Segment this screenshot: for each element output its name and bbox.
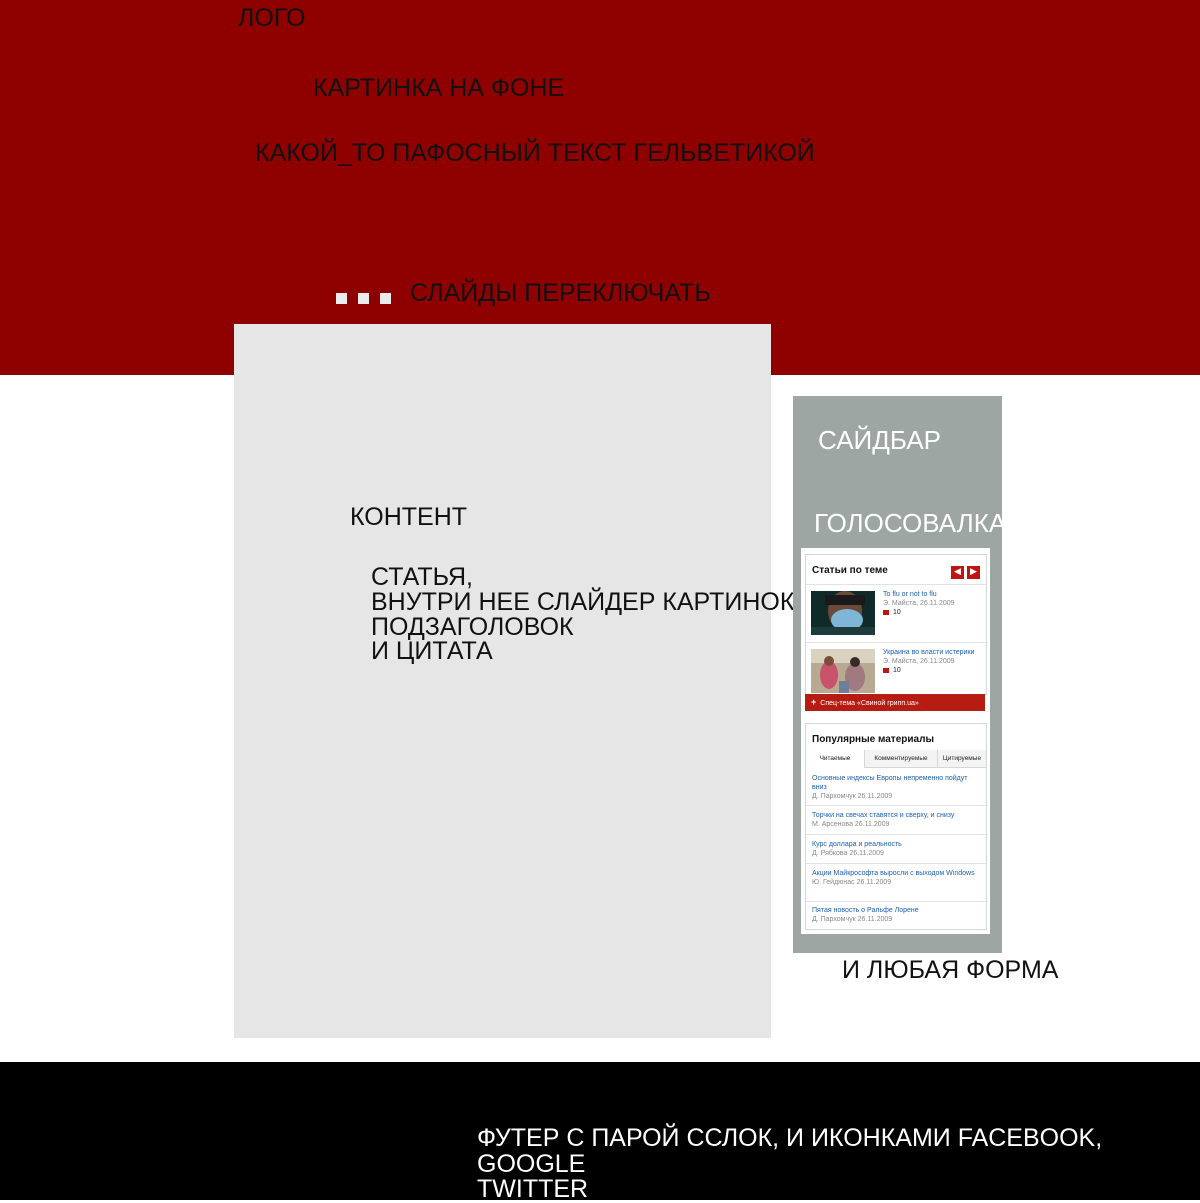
list-item-title[interactable]: Курс доллара и реальность [812, 841, 902, 848]
article-line: СТАТЬЯ, [371, 563, 473, 591]
sidebar-widget: Статьи по теме ◀ ▶ To flu or not to flu … [801, 548, 990, 934]
slide-indicator-3[interactable] [380, 293, 391, 304]
comment-count: 10 [883, 609, 901, 616]
footer [0, 1062, 1200, 1200]
list-item[interactable]: Основные индексы Европы непременно пойду… [812, 774, 980, 801]
divider [806, 863, 986, 864]
list-item-meta: Д. Пархомчук 26.11.2009 [812, 916, 893, 923]
special-topic-label: Спец-тема «Свиной грипп.ua» [820, 700, 919, 707]
tab-cited[interactable]: Цитируемые [942, 755, 982, 762]
list-item[interactable]: Акции Майкрософта выросли с выходом Wind… [812, 869, 980, 887]
footer-description: ФУТЕР С ПАРОЙ ССЛОК, И ИКОНКАМИ FACEBOOK… [477, 1124, 1200, 1203]
list-item-meta: М. Арсенова 26.11.2009 [812, 821, 890, 828]
related-item-title[interactable]: To flu or not to flu [883, 591, 937, 598]
list-item[interactable]: Пятая новость о Ральфе Лорене Д. Пархомч… [812, 906, 980, 924]
content-area [234, 324, 771, 1038]
related-articles-box: Статьи по теме ◀ ▶ To flu or not to flu … [805, 554, 987, 695]
form-label: И ЛЮБАЯ ФОРМА [842, 956, 1059, 984]
logo[interactable]: ЛОГО [238, 4, 306, 32]
article-line: И ЦИТАТА [371, 637, 493, 666]
related-title: Статьи по теме [812, 565, 888, 576]
article-description: СТАТЬЯ, ВНУТРИ НЕЕ СЛАЙДЕР КАРТИНОК ПОДЗ… [371, 565, 794, 664]
divider [806, 805, 986, 806]
footer-line: TWITTER [477, 1175, 589, 1203]
sidebar-title: САЙДБАР [818, 425, 942, 455]
article-line: ВНУТРИ НЕЕ СЛАЙДЕР КАРТИНОК [371, 587, 795, 616]
list-item-title[interactable]: Пятая новость о Ральфе Лорене [812, 907, 919, 914]
list-item[interactable]: Курс доллара и реальность Д. Рябкова 26.… [812, 840, 980, 858]
article-thumbnail[interactable] [811, 649, 875, 693]
content-title: КОНТЕНТ [350, 503, 468, 531]
comment-count-value: 10 [893, 609, 901, 616]
list-item-meta: Д. Пархомчук 26.11.2009 [812, 793, 893, 800]
plus-icon: + [811, 697, 817, 707]
list-item-meta: Ю. Гейдюнас 26.11.2009 [812, 879, 892, 886]
comment-icon [883, 667, 889, 673]
list-item-title[interactable]: Акции Майкрософта выросли с выходом Wind… [812, 870, 975, 877]
prev-arrow-icon[interactable]: ◀ [951, 566, 964, 579]
tab-commented[interactable]: Комментируемые [865, 750, 938, 767]
slide-indicator-2[interactable] [358, 293, 369, 304]
list-item-title[interactable]: Основные индексы Европы непременно пойду… [812, 775, 968, 791]
poll-label: ГОЛОСОВАЛКА [814, 508, 1007, 538]
related-item-meta: Э. Майста, 26.11.2009 [883, 658, 955, 665]
popular-box: Популярные материалы Читаемые Комментиру… [805, 723, 987, 930]
divider [806, 584, 986, 585]
article-thumbnail[interactable] [811, 591, 875, 635]
background-picture-note: КАРТИНКА НА ФОНЕ [313, 74, 565, 102]
comment-count: 10 [883, 667, 901, 674]
related-item-meta: Э. Майста, 26.11.2009 [883, 600, 955, 607]
header-tagline: КАКОЙ_ТО ПАФОСНЫЙ ТЕКСТ ГЕЛЬВЕТИКОЙ [255, 139, 815, 167]
header-banner [0, 0, 1200, 375]
next-arrow-icon[interactable]: ▶ [967, 566, 980, 579]
list-item-meta: Д. Рябкова 26.11.2009 [812, 850, 884, 857]
divider [806, 642, 986, 643]
list-item-title[interactable]: Торчки на свечах ставятся и сверху, и сн… [812, 812, 955, 819]
special-topic-link[interactable]: +Спец-тема «Свиной грипп.ua» [805, 694, 985, 711]
comment-icon [883, 609, 889, 615]
list-item[interactable]: Торчки на свечах ставятся и сверху, и сн… [812, 811, 980, 829]
footer-line: ФУТЕР С ПАРОЙ ССЛОК, И ИКОНКАМИ FACEBOOK… [477, 1124, 1103, 1178]
divider [806, 834, 986, 835]
slide-indicator-1[interactable] [336, 293, 347, 304]
related-item-title[interactable]: Украина во власти истерики [883, 649, 975, 656]
divider [806, 901, 986, 902]
tab-read[interactable]: Читаемые [806, 750, 865, 768]
slides-label: СЛАЙДЫ ПЕРЕКЛЮЧАТЬ [410, 279, 711, 307]
article-line: ПОДЗАГОЛОВОК [371, 612, 574, 641]
popular-tabs: Читаемые Комментируемые Цитируемые [806, 750, 986, 768]
comment-count-value: 10 [893, 667, 901, 674]
popular-title: Популярные материалы [812, 734, 934, 745]
